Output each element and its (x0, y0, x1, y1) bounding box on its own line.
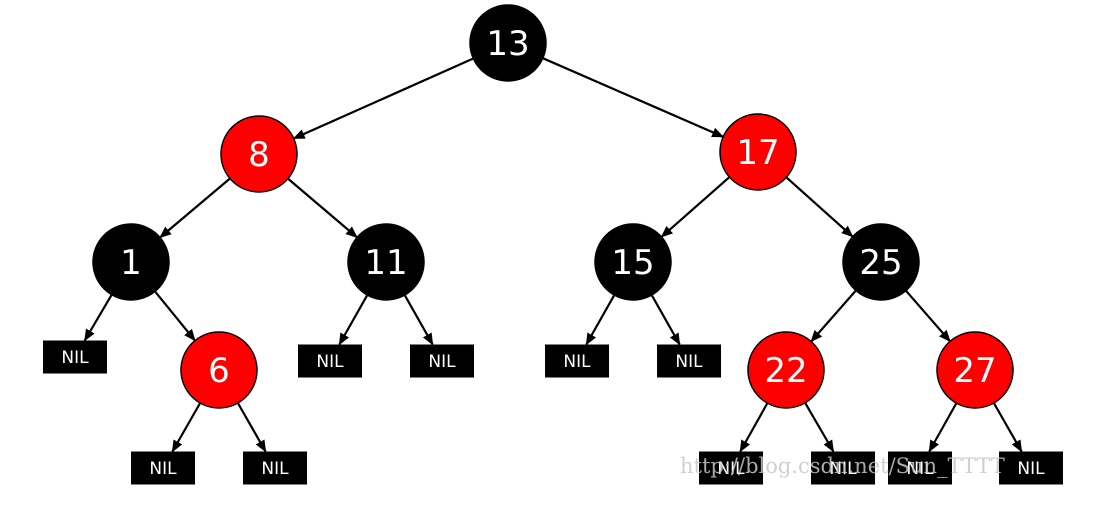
nil-leaf-box (811, 451, 875, 485)
nil-leaf: NIL (243, 451, 307, 485)
tree-node-27: 27 (936, 331, 1014, 409)
nil-leaf-label: NIL (428, 352, 456, 372)
watermark-text: http://blog.csdn.net/Sun_TTTT (680, 454, 1005, 478)
tree-node-6: 6 (180, 331, 258, 409)
nil-leaf-label: NIL (563, 352, 591, 372)
edge-n11-nil11b (403, 294, 434, 346)
edge-n13-n8 (292, 57, 474, 140)
nil-leaf-label: NIL (717, 459, 745, 479)
edge-n6-nil6b (236, 402, 267, 453)
tree-node-circle (347, 223, 425, 301)
nil-leaf: NIL (43, 340, 107, 374)
edge-n6-nil6a (171, 402, 202, 453)
nil-leaf: NIL (999, 451, 1063, 485)
nil-leaf-box (131, 451, 195, 485)
edge-n15-nil15a (585, 294, 616, 346)
nil-leaf: NIL (811, 451, 875, 485)
tree-node-circle (719, 113, 797, 191)
edge-n22-nil22b (804, 402, 835, 453)
tree-node-circle (842, 223, 920, 301)
tree-node-11: 11 (347, 223, 425, 301)
nil-leaf-label: NIL (316, 352, 344, 372)
nil-leaf-box (243, 451, 307, 485)
nil-leaf-label: NIL (675, 352, 703, 372)
nil-leaf-label: NIL (906, 459, 934, 479)
nil-leaf: NIL (545, 344, 609, 378)
tree-node-key: 17 (736, 133, 779, 173)
tree-node-key: 13 (486, 24, 529, 64)
edge-n22-nil22a (739, 402, 769, 453)
tree-node-key: 27 (953, 351, 996, 391)
tree-node-key: 6 (208, 351, 230, 391)
nil-leaf-label: NIL (149, 459, 177, 479)
edge-n17-n25 (785, 176, 854, 238)
tree-node-25: 25 (842, 223, 920, 301)
nil-leaf: NIL (657, 344, 721, 378)
tree-node-key: 11 (364, 243, 407, 283)
tree-node-key: 1 (120, 243, 142, 283)
nil-leaf: NIL (699, 451, 763, 485)
nil-leaf-box (410, 344, 474, 378)
nil-leaf: NIL (410, 344, 474, 378)
edge-n1-nil1a (83, 294, 113, 342)
nil-leaf-box (657, 344, 721, 378)
nil-leaf-box (888, 451, 952, 485)
nil-leaf: NIL (298, 344, 362, 378)
tree-node-circle (936, 331, 1014, 409)
tree-node-key: 25 (859, 243, 902, 283)
edges-layer (83, 57, 1023, 453)
tree-node-circle (469, 4, 547, 82)
edge-n25-n27 (905, 289, 951, 343)
nil-leaf-box (298, 344, 362, 378)
edge-n25-n22 (810, 289, 857, 343)
nil-leaf-box (545, 344, 609, 378)
tree-node-13: 13 (469, 4, 547, 82)
nil-leaf-box (699, 451, 763, 485)
nil-leaf-label: NIL (61, 348, 89, 368)
nil-leaf-box (999, 451, 1063, 485)
tree-node-15: 15 (594, 223, 672, 301)
tree-node-22: 22 (747, 331, 825, 409)
edge-n13-n17 (542, 57, 725, 138)
edge-n8-n1 (159, 177, 231, 239)
edge-n17-n15 (660, 176, 731, 238)
edge-n27-nil27b (992, 402, 1023, 453)
edge-n1-n6 (154, 290, 196, 342)
nil-leaf-label: NIL (829, 459, 857, 479)
tree-node-circle (180, 331, 258, 409)
tree-node-circle (92, 223, 170, 301)
tree-node-key: 15 (611, 243, 654, 283)
nil-leaf-label: NIL (1017, 459, 1045, 479)
tree-node-circle (220, 115, 298, 193)
tree-node-8: 8 (220, 115, 298, 193)
tree-node-key: 8 (248, 135, 270, 175)
tree-node-circle (594, 223, 672, 301)
edge-n27-nil27a (928, 402, 958, 453)
nil-leaf-label: NIL (261, 459, 289, 479)
nil-leaf: NIL (131, 451, 195, 485)
tree-node-1: 1 (92, 223, 170, 301)
edge-n15-nil15b (650, 294, 681, 346)
tree-node-circle (747, 331, 825, 409)
nil-leaf-box (43, 340, 107, 374)
tree-node-key: 22 (764, 351, 807, 391)
edge-n11-nil11a (338, 294, 369, 346)
edge-n8-n11 (287, 177, 358, 239)
tree-node-17: 17 (719, 113, 797, 191)
nil-leaf: NIL (888, 451, 952, 485)
